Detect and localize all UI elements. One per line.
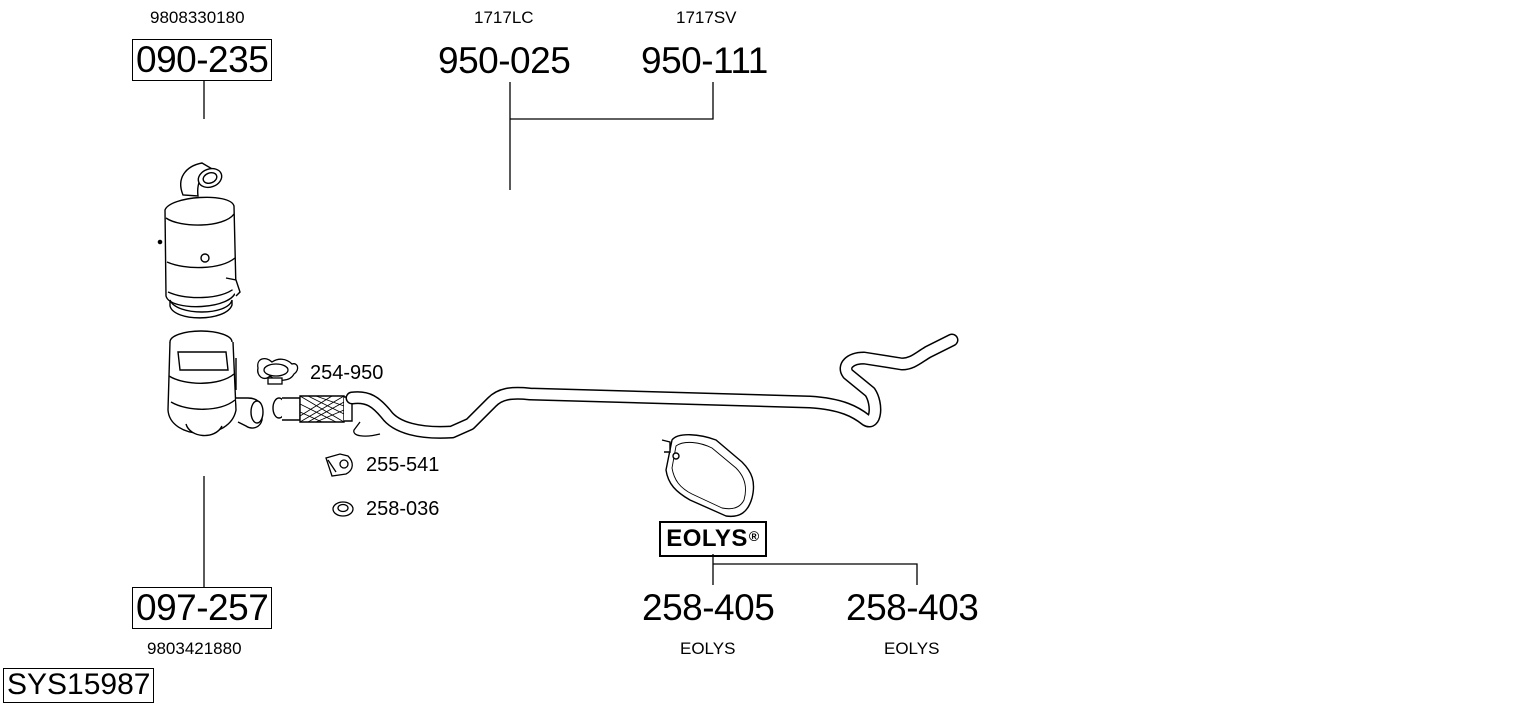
part-258-036[interactable]: 258-036 bbox=[366, 498, 440, 520]
clamp-254-950-drawing bbox=[257, 357, 299, 385]
oem-9808330180: 9808330180 bbox=[150, 8, 245, 27]
front-pipe-drawing bbox=[272, 395, 353, 423]
leader-950-bracket bbox=[509, 82, 714, 190]
main-pipe-inner bbox=[347, 335, 957, 438]
note-258-403: EOLYS bbox=[884, 639, 940, 658]
nut-258-036-drawing bbox=[332, 501, 354, 517]
system-id: SYS15987 bbox=[3, 668, 155, 703]
part-950-025[interactable]: 950-025 bbox=[438, 40, 571, 81]
oem-9803421880: 9803421880 bbox=[147, 639, 242, 658]
part-258-405[interactable]: 258-405 bbox=[642, 587, 775, 628]
part-254-950[interactable]: 254-950 bbox=[310, 362, 384, 384]
eolys-badge: EOLYS® bbox=[659, 521, 767, 557]
oem-1717SV: 1717SV bbox=[676, 8, 737, 27]
part-950-111[interactable]: 950-111 bbox=[641, 40, 768, 81]
part-097-257[interactable]: 097-257 bbox=[132, 587, 273, 629]
note-258-405: EOLYS bbox=[680, 639, 736, 658]
part-255-541[interactable]: 255-541 bbox=[366, 454, 440, 476]
part-258-403[interactable]: 258-403 bbox=[846, 587, 979, 628]
part-090-235[interactable]: 090-235 bbox=[132, 39, 273, 81]
eolys-tank-drawing bbox=[661, 434, 755, 518]
hanger-255-541-drawing bbox=[325, 453, 353, 477]
oem-1717LC: 1717LC bbox=[474, 8, 534, 27]
catalyst-lower-drawing bbox=[167, 330, 264, 437]
leader-eolys-bracket bbox=[712, 554, 918, 585]
eolys-badge-text: EOLYS bbox=[666, 525, 748, 552]
catalyst-upper-drawing bbox=[157, 162, 241, 319]
registered-mark: ® bbox=[748, 528, 760, 544]
sensor-wire-drawing bbox=[353, 421, 381, 437]
